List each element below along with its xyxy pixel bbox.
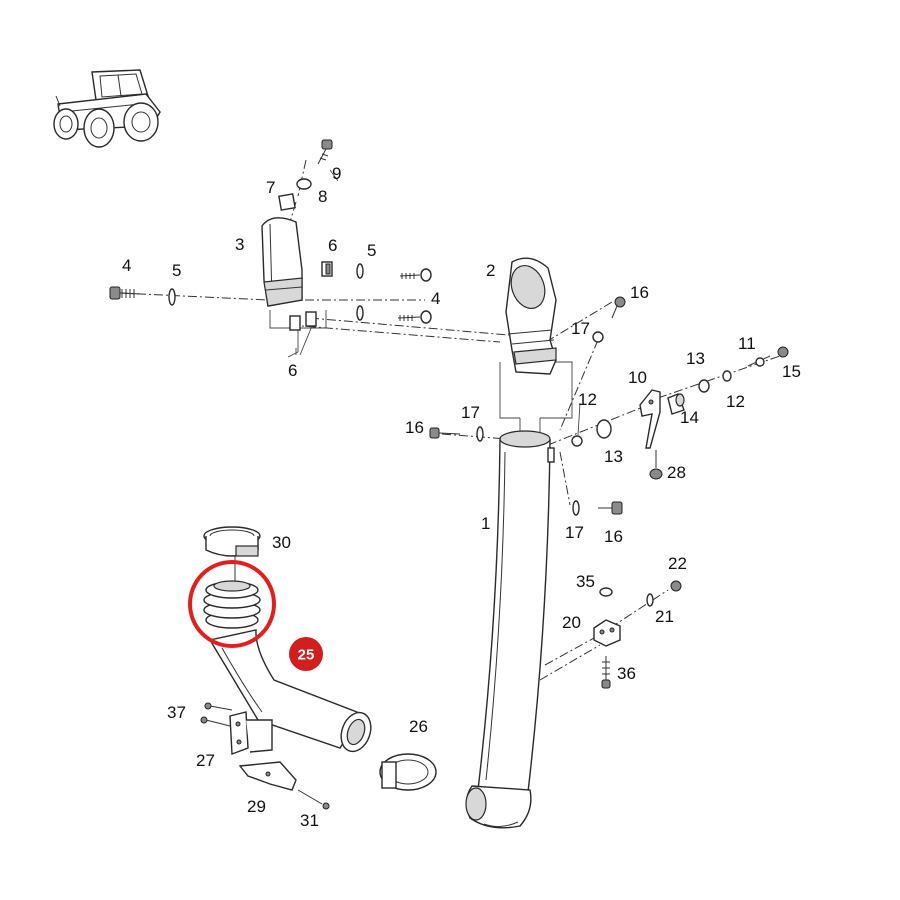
callout-9: 9 [332, 164, 341, 183]
leader-lines [295, 169, 581, 436]
callout-28: 28 [667, 463, 686, 482]
part-25-badge [289, 637, 323, 671]
callout-26: 26 [409, 717, 428, 736]
callout-12-left: 12 [578, 390, 597, 409]
callout-7: 7 [266, 178, 275, 197]
callout-21: 21 [655, 607, 674, 626]
callout-5-left: 5 [172, 261, 181, 280]
callout-10: 10 [628, 368, 647, 387]
part-2-exhaust-tip [505, 257, 557, 375]
callout-17-bottom: 17 [565, 523, 584, 542]
callout-13-right: 13 [686, 349, 705, 368]
part-3-heat-shield [261, 193, 303, 307]
callout-4-left: 4 [122, 256, 131, 275]
callout-35: 35 [576, 572, 595, 591]
callout-29: 29 [247, 797, 266, 816]
part-30-hose-clamp [203, 526, 261, 557]
callout-27: 27 [196, 751, 215, 770]
callout-16-left: 16 [405, 418, 424, 437]
part-25-flexible-hose [203, 580, 372, 753]
callout-2: 2 [486, 261, 495, 280]
part-26-hose-clamp [379, 753, 437, 791]
callout-1: 1 [481, 514, 490, 533]
callout-labels: 1 2 3 4 4 5 5 6 6 7 8 9 10 11 12 12 13 1… [122, 164, 801, 830]
callout-6-bottom: 6 [288, 361, 297, 380]
fasteners [109, 139, 789, 689]
part-1-exhaust-tube [465, 430, 555, 829]
callout-4-right: 4 [431, 289, 440, 308]
callout-31: 31 [300, 811, 319, 830]
callout-3: 3 [235, 235, 244, 254]
callout-13-left: 13 [604, 447, 623, 466]
callout-37: 37 [167, 703, 186, 722]
callout-17-left: 17 [461, 403, 480, 422]
callout-30: 30 [272, 533, 291, 552]
callout-14: 14 [680, 408, 699, 427]
callout-15: 15 [782, 362, 801, 381]
callout-12-right: 12 [726, 392, 745, 411]
highlight-ring [188, 560, 276, 648]
callout-17-top: 17 [571, 319, 590, 338]
callout-20: 20 [562, 613, 581, 632]
part-27-29-brackets [200, 702, 330, 810]
callout-8: 8 [318, 187, 327, 206]
tractor-icon [53, 69, 161, 148]
callout-16-bottom: 16 [604, 527, 623, 546]
callout-6-top: 6 [328, 236, 337, 255]
callout-22: 22 [668, 554, 687, 573]
part-25-badge-label: 25 [298, 647, 315, 664]
callout-16-top: 16 [630, 283, 649, 302]
callout-36: 36 [617, 664, 636, 683]
callout-11: 11 [738, 334, 756, 353]
callout-5-right: 5 [367, 241, 376, 260]
